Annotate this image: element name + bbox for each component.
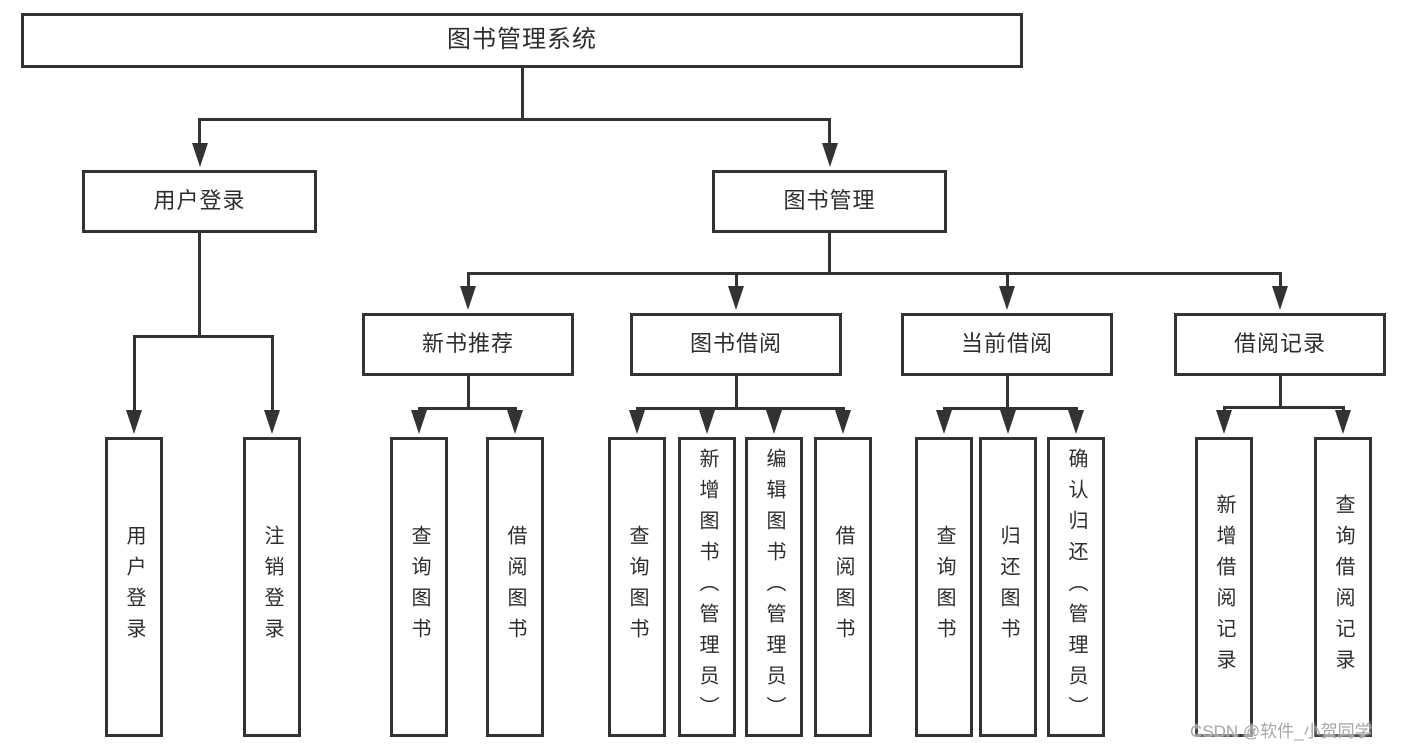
node-leaf-query-book-1: 查询图书 [390,437,448,737]
connector-drop-current-borrow [1005,272,1009,288]
connector-bar-book-borrow [635,407,845,410]
connector-drop-leaf-edit-book [772,407,776,412]
node-label-current-borrow: 当前借阅 [960,331,1053,357]
connector-drop-leaf-query-book-1 [417,407,421,412]
arrow-down-icon [1000,410,1016,434]
node-label-leaf-edit-book: 编辑图书（管理员） [763,447,785,727]
connector-bar-borrow-records [1222,406,1345,409]
node-label-book-borrow: 图书借阅 [689,331,782,357]
node-leaf-borrow-book-2: 借阅图书 [814,437,872,737]
node-book-borrow: 图书借阅 [630,313,842,376]
arrow-down-icon [821,143,838,167]
node-book-mgmt: 图书管理 [712,170,947,233]
connector-stem-book-mgmt [828,233,831,275]
arrow-down-icon [629,410,645,434]
arrow-down-icon [1335,410,1351,434]
node-label-leaf-query-record: 查询借阅记录 [1332,494,1354,680]
connector-drop-leaf-add-book [705,407,709,412]
arrow-down-icon [191,143,208,167]
node-label-leaf-add-record: 新增借阅记录 [1213,494,1235,680]
arrow-down-icon [460,286,476,310]
node-label-book-mgmt: 图书管理 [783,188,876,214]
arrow-down-icon [766,410,782,434]
arrow-down-icon [126,410,142,434]
node-label-leaf-confirm-return: 确认归还（管理员） [1065,447,1087,727]
node-label-root: 图书管理系统 [447,26,597,54]
arrow-down-icon [411,410,427,434]
arrow-down-icon [507,410,523,434]
node-leaf-query-book-3: 查询图书 [915,437,973,737]
arrow-down-icon [1216,410,1232,434]
node-label-leaf-query-book-3: 查询图书 [933,525,955,649]
connector-drop-leaf-query-book-2 [635,407,639,412]
connector-stem-book-borrow [734,376,738,410]
node-leaf-add-book: 新增图书（管理员） [678,437,736,737]
arrow-down-icon [728,286,744,310]
connector-bar-root [198,118,831,121]
node-current-borrow: 当前借阅 [901,313,1113,376]
node-label-leaf-user-login: 用户登录 [123,525,145,649]
node-root: 图书管理系统 [21,13,1023,68]
node-borrow-records: 借阅记录 [1174,313,1386,376]
node-user-login: 用户登录 [82,170,317,233]
arrow-down-icon [999,286,1015,310]
node-leaf-borrow-book-1: 借阅图书 [486,437,544,737]
node-leaf-confirm-return: 确认归还（管理员） [1047,437,1105,737]
node-label-borrow-records: 借阅记录 [1233,331,1326,357]
connector-drop-leaf-query-book-3 [942,407,946,412]
arrow-down-icon [835,410,851,434]
connector-drop-book-borrow [734,272,738,288]
node-label-leaf-logout: 注销登录 [261,525,283,649]
connector-drop-leaf-query-record [1341,406,1345,412]
arrow-down-icon [1068,410,1084,434]
node-label-leaf-query-book-2: 查询图书 [626,525,648,649]
connector-stem-root [520,68,524,121]
node-leaf-edit-book: 编辑图书（管理员） [745,437,803,737]
connector-drop-leaf-return-book [1006,407,1010,412]
node-label-leaf-borrow-book-1: 借阅图书 [504,525,526,649]
node-leaf-query-record: 查询借阅记录 [1314,437,1372,737]
connector-bar-user-login [132,335,274,338]
node-label-leaf-borrow-book-2: 借阅图书 [832,525,854,649]
connector-drop-leaf-user-login [132,335,136,412]
connector-drop-leaf-confirm-return [1074,407,1078,412]
connector-stem-current-borrow [1005,376,1009,410]
arrow-down-icon [264,410,280,434]
node-leaf-logout: 注销登录 [243,437,301,737]
connector-bar-current-borrow [942,407,1078,410]
arrow-down-icon [936,410,952,434]
connector-stem-borrow-records [1278,376,1282,409]
node-label-leaf-return-book: 归还图书 [997,525,1019,649]
node-leaf-query-book-2: 查询图书 [608,437,666,737]
connector-drop-leaf-borrow-book-2 [841,407,845,412]
connector-drop-borrow-records [1278,272,1282,288]
node-label-leaf-query-book-1: 查询图书 [408,525,430,649]
connector-drop-leaf-borrow-book-1 [513,407,517,412]
connector-stem-user-login [198,233,201,338]
node-leaf-user-login: 用户登录 [105,437,163,737]
connector-bar-new-book-rec [417,407,517,410]
node-leaf-add-record: 新增借阅记录 [1195,437,1253,737]
connector-drop-book-mgmt [828,118,831,145]
node-label-leaf-add-book: 新增图书（管理员） [696,447,718,727]
connector-drop-leaf-logout [270,335,274,412]
arrow-down-icon [699,410,715,434]
node-label-user-login: 用户登录 [153,188,246,214]
watermark: CSDN @软件_小贺同学 [1190,722,1372,741]
connector-drop-user-login [198,118,201,145]
connector-bar-book-mgmt [466,272,1282,275]
connector-stem-new-book-rec [466,376,470,410]
connector-drop-new-book-rec [466,272,470,288]
node-new-book-rec: 新书推荐 [362,313,574,376]
node-leaf-return-book: 归还图书 [979,437,1037,737]
arrow-down-icon [1272,286,1288,310]
connector-drop-leaf-add-record [1222,406,1226,412]
node-label-new-book-rec: 新书推荐 [421,331,514,357]
